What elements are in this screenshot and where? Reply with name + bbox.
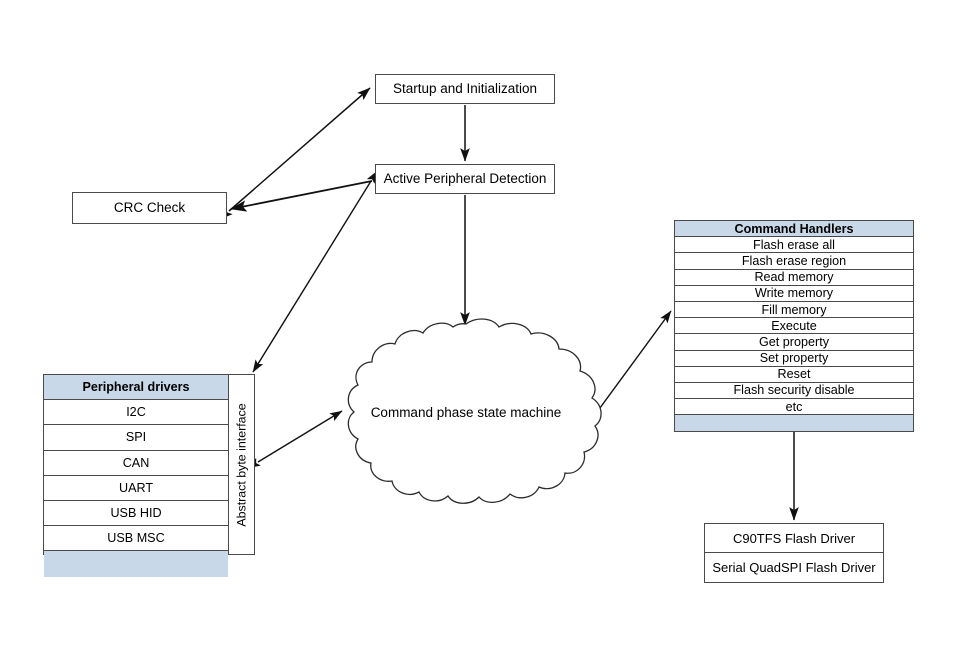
table-row[interactable]: CAN: [44, 450, 228, 476]
table-row[interactable]: Flash erase all: [675, 237, 913, 254]
table-row[interactable]: C90TFS Flash Driver: [705, 524, 883, 553]
table-row[interactable]: UART: [44, 475, 228, 501]
table-row[interactable]: Fill memory: [675, 301, 913, 319]
table-peripheral-drivers[interactable]: Peripheral drivers I2C SPI CAN UART USB …: [43, 374, 229, 577]
table-footer-peripheral-drivers: [44, 551, 228, 577]
table-row[interactable]: etc: [675, 399, 913, 416]
cloud-command-phase-state-machine[interactable]: Command phase state machine: [325, 318, 607, 506]
table-flash-drivers[interactable]: C90TFS Flash Driver Serial QuadSPI Flash…: [704, 523, 884, 583]
edge-active-to-crc: [230, 180, 373, 212]
abstract-byte-interface-label: Abstract byte interface: [234, 402, 249, 527]
box-crc-check[interactable]: CRC Check: [72, 192, 227, 224]
column-abstract-byte-interface[interactable]: Abstract byte interface: [229, 374, 255, 555]
cloud-shape-icon: [347, 318, 602, 504]
table-row[interactable]: Reset: [675, 366, 913, 383]
table-row[interactable]: Flash erase region: [675, 253, 913, 270]
table-row[interactable]: Serial QuadSPI Flash Driver: [705, 553, 883, 582]
group-peripheral-drivers: Peripheral drivers I2C SPI CAN UART USB …: [43, 374, 255, 577]
table-row[interactable]: I2C: [44, 400, 228, 426]
edge-cloud-to-command-handlers: [589, 310, 672, 422]
edge-crc-to-startup: [219, 87, 371, 220]
table-row[interactable]: USB MSC: [44, 526, 228, 552]
table-command-handlers[interactable]: Command Handlers Flash erase all Flash e…: [674, 220, 914, 433]
table-row[interactable]: USB HID: [44, 500, 228, 527]
table-row[interactable]: Flash security disable: [675, 382, 913, 400]
table-footer-command-handlers: [675, 415, 913, 432]
box-active-peripheral-detection[interactable]: Active Peripheral Detection: [375, 164, 555, 194]
box-startup-and-initialization[interactable]: Startup and Initialization: [375, 74, 555, 104]
table-row[interactable]: Set property: [675, 350, 913, 367]
table-header-command-handlers: Command Handlers: [675, 221, 913, 238]
table-row[interactable]: SPI: [44, 425, 228, 451]
table-row[interactable]: Read memory: [675, 269, 913, 286]
table-row[interactable]: Write memory: [675, 285, 913, 302]
table-header-peripheral-drivers: Peripheral drivers: [44, 375, 228, 401]
table-row[interactable]: Get property: [675, 334, 913, 351]
table-row[interactable]: Execute: [675, 318, 913, 335]
